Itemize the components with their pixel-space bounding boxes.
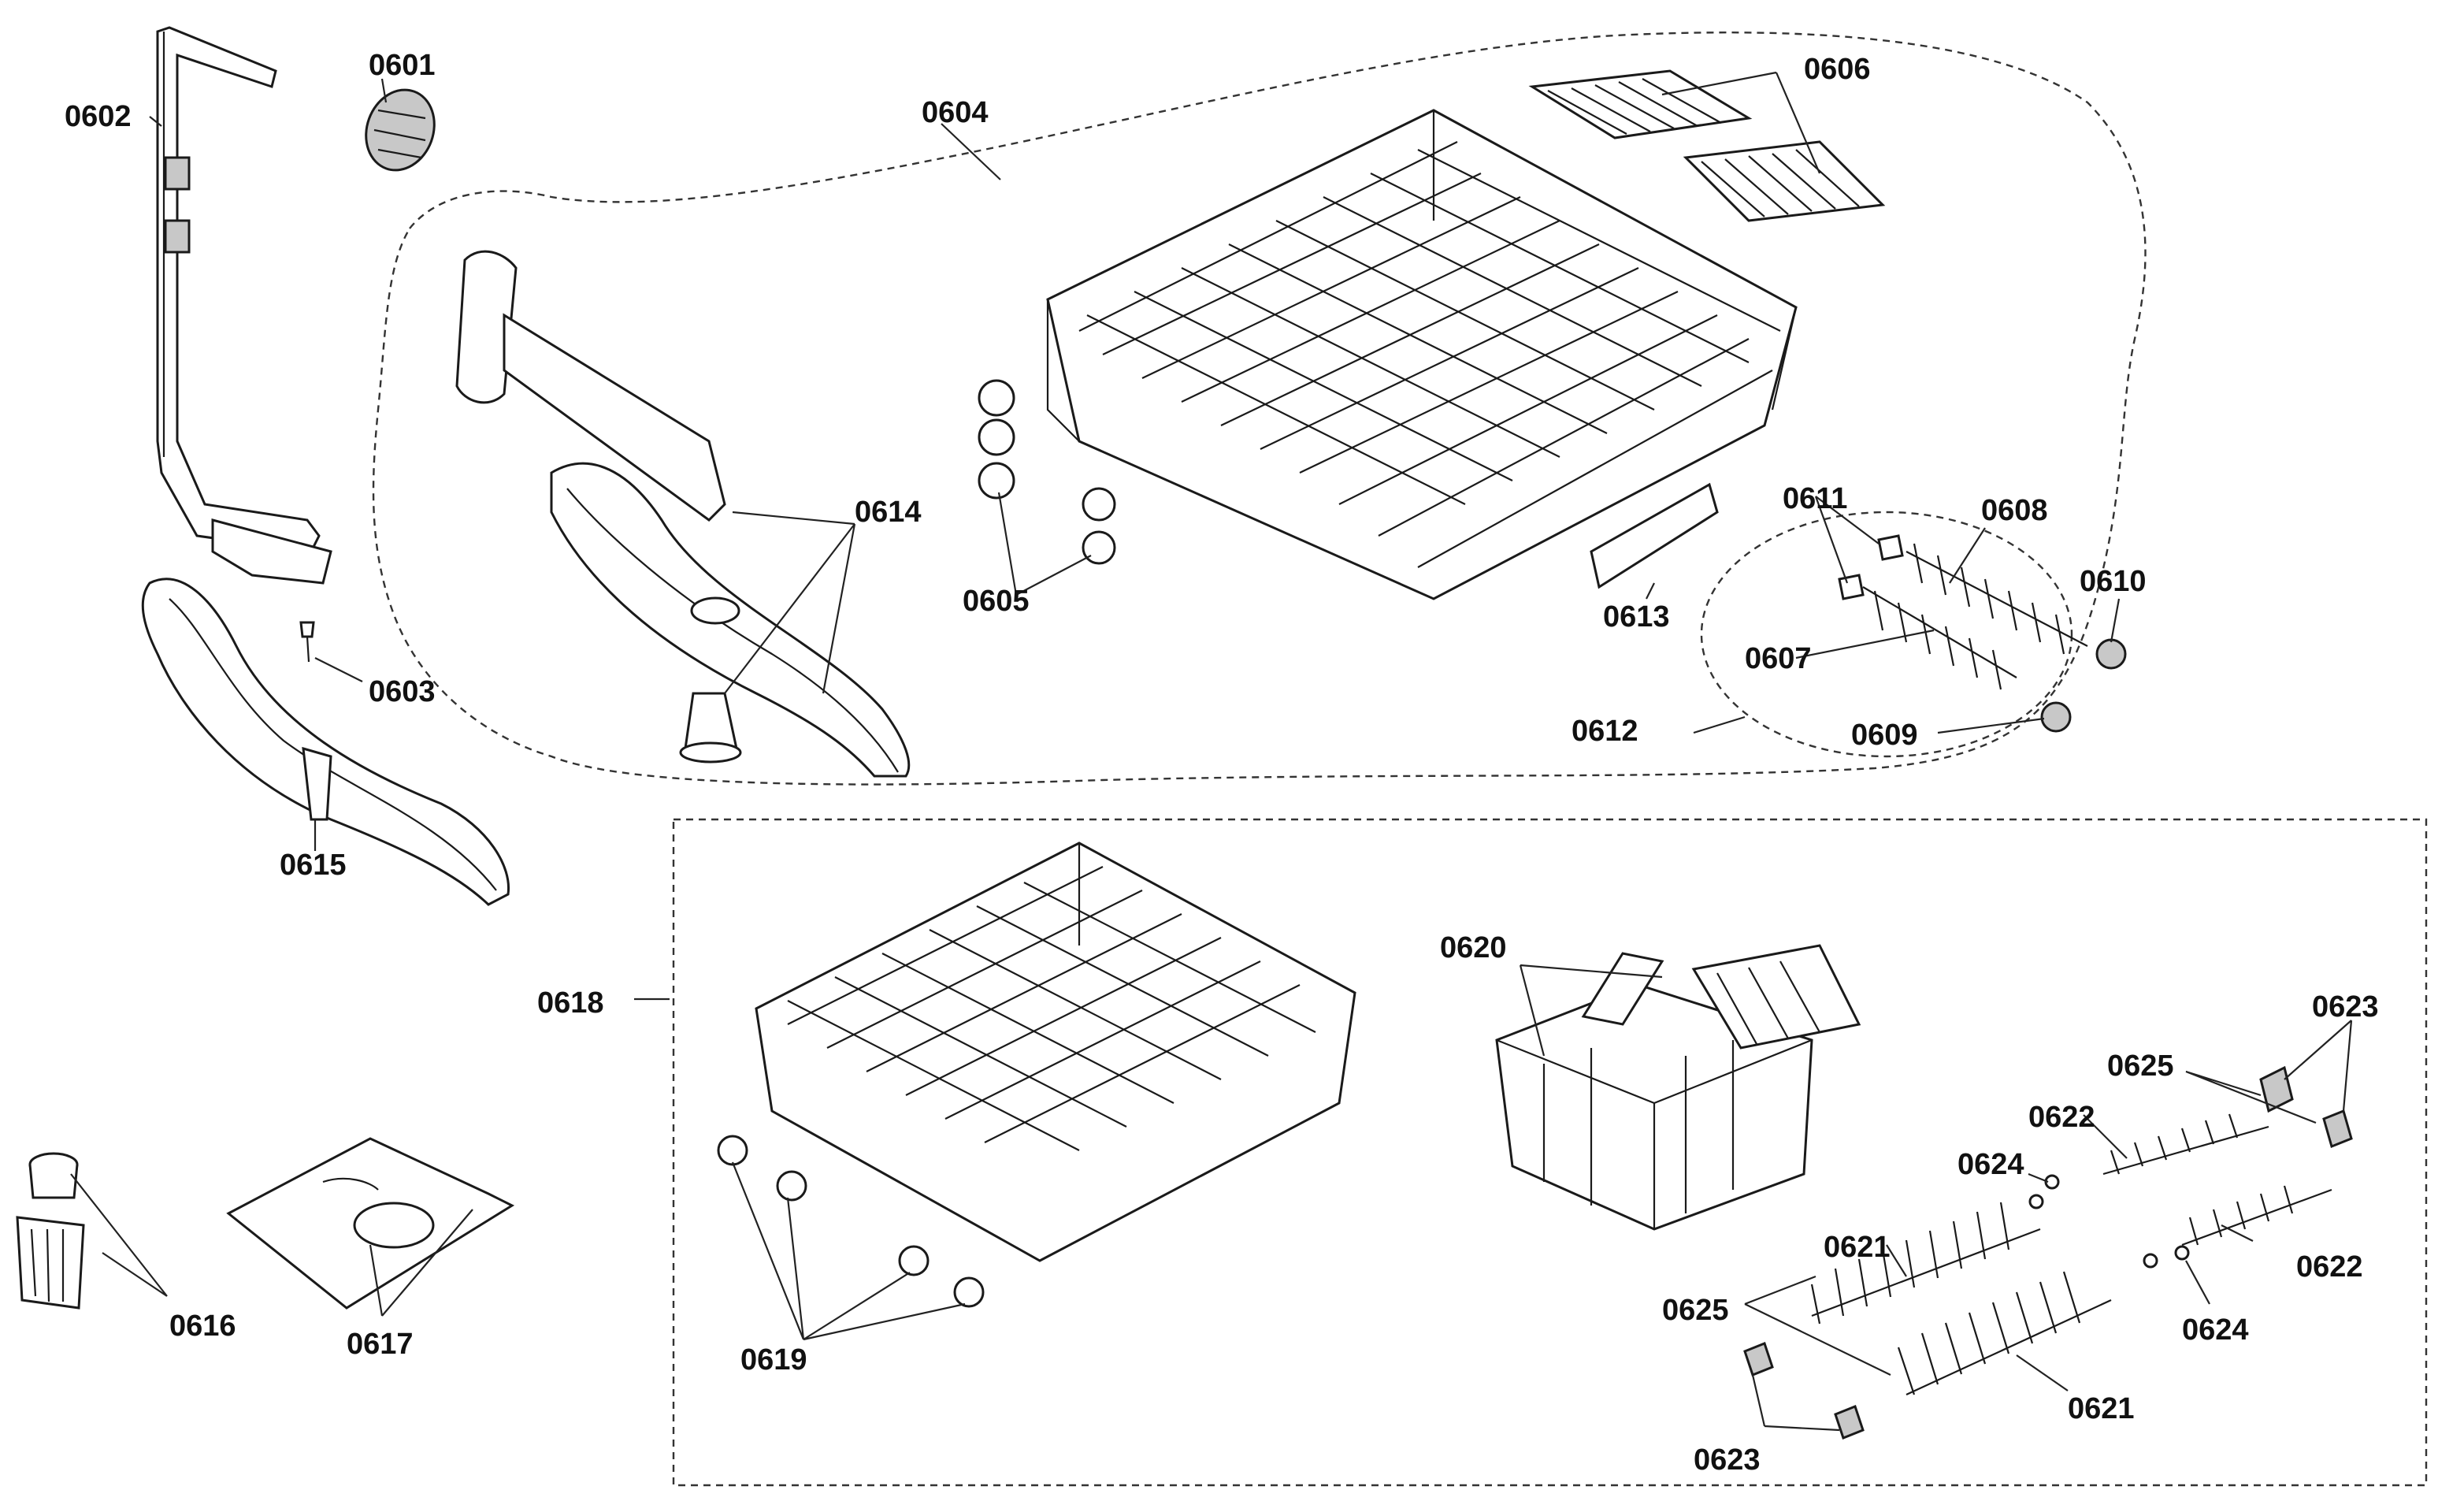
label-0601: 0601: [369, 49, 436, 82]
cutlery-basket: [1495, 944, 1861, 1231]
label-0604: 0604: [922, 96, 989, 129]
label-0622-lower: 0622: [2296, 1250, 2363, 1284]
label-0609: 0609: [1851, 719, 1918, 752]
spray-supply-tube: [156, 26, 332, 585]
label-0617: 0617: [347, 1328, 414, 1361]
label-0606: 0606: [1804, 53, 1871, 86]
label-0623-lower: 0623: [1694, 1443, 1761, 1477]
label-0615: 0615: [280, 849, 347, 882]
label-0616: 0616: [169, 1310, 236, 1343]
folding-tine-racks: [1810, 1113, 2332, 1395]
label-0613: 0613: [1603, 600, 1670, 633]
lower-spray-arm: [141, 578, 510, 906]
leader-lines: [70, 71, 2353, 1432]
label-0623-upper: 0623: [2312, 990, 2379, 1024]
label-0610: 0610: [2080, 565, 2147, 598]
label-0621-upper: 0621: [1824, 1231, 1891, 1264]
filter-cap: [365, 88, 436, 172]
filter-plate: [226, 1137, 515, 1310]
label-0625-lower: 0625: [1662, 1294, 1729, 1327]
label-0618: 0618: [537, 986, 604, 1020]
label-0614: 0614: [855, 496, 922, 529]
cutlery-rack-group-outline: [1700, 511, 2073, 758]
lower-rack-rollers: [717, 1135, 985, 1308]
cutlery-rack-parts: [1838, 534, 2127, 733]
screw: [299, 621, 315, 663]
label-0624-upper: 0624: [1957, 1148, 2024, 1181]
upper-spray-arm: [455, 250, 911, 778]
label-0605: 0605: [963, 585, 1030, 618]
lower-rack-basket: [755, 842, 1356, 1262]
upper-rack-group-outline: [372, 32, 2147, 786]
label-0608: 0608: [1981, 494, 2048, 527]
label-0622-upper: 0622: [2028, 1101, 2095, 1134]
label-0625-upper: 0625: [2107, 1050, 2174, 1083]
label-0621-lower: 0621: [2068, 1392, 2135, 1425]
label-0602: 0602: [65, 100, 132, 133]
label-0603: 0603: [369, 675, 436, 708]
tine-rack-clips: [1743, 1065, 2353, 1440]
lower-rack-group-outline: [672, 818, 2428, 1487]
cup-shelves: [1528, 69, 1886, 222]
label-0619: 0619: [740, 1343, 807, 1377]
label-0624-lower: 0624: [2182, 1313, 2249, 1347]
filter-assembly: [16, 1152, 85, 1310]
label-0611: 0611: [1783, 482, 1847, 515]
label-0612: 0612: [1572, 715, 1638, 748]
rack-handle: [1590, 482, 1719, 589]
label-0620: 0620: [1440, 931, 1507, 964]
label-0607: 0607: [1745, 642, 1812, 675]
upper-rack-basket: [1046, 109, 1798, 600]
part-labels: 0601 0602 0603 0604 0605 0606 0607 0608 …: [65, 49, 2379, 1477]
